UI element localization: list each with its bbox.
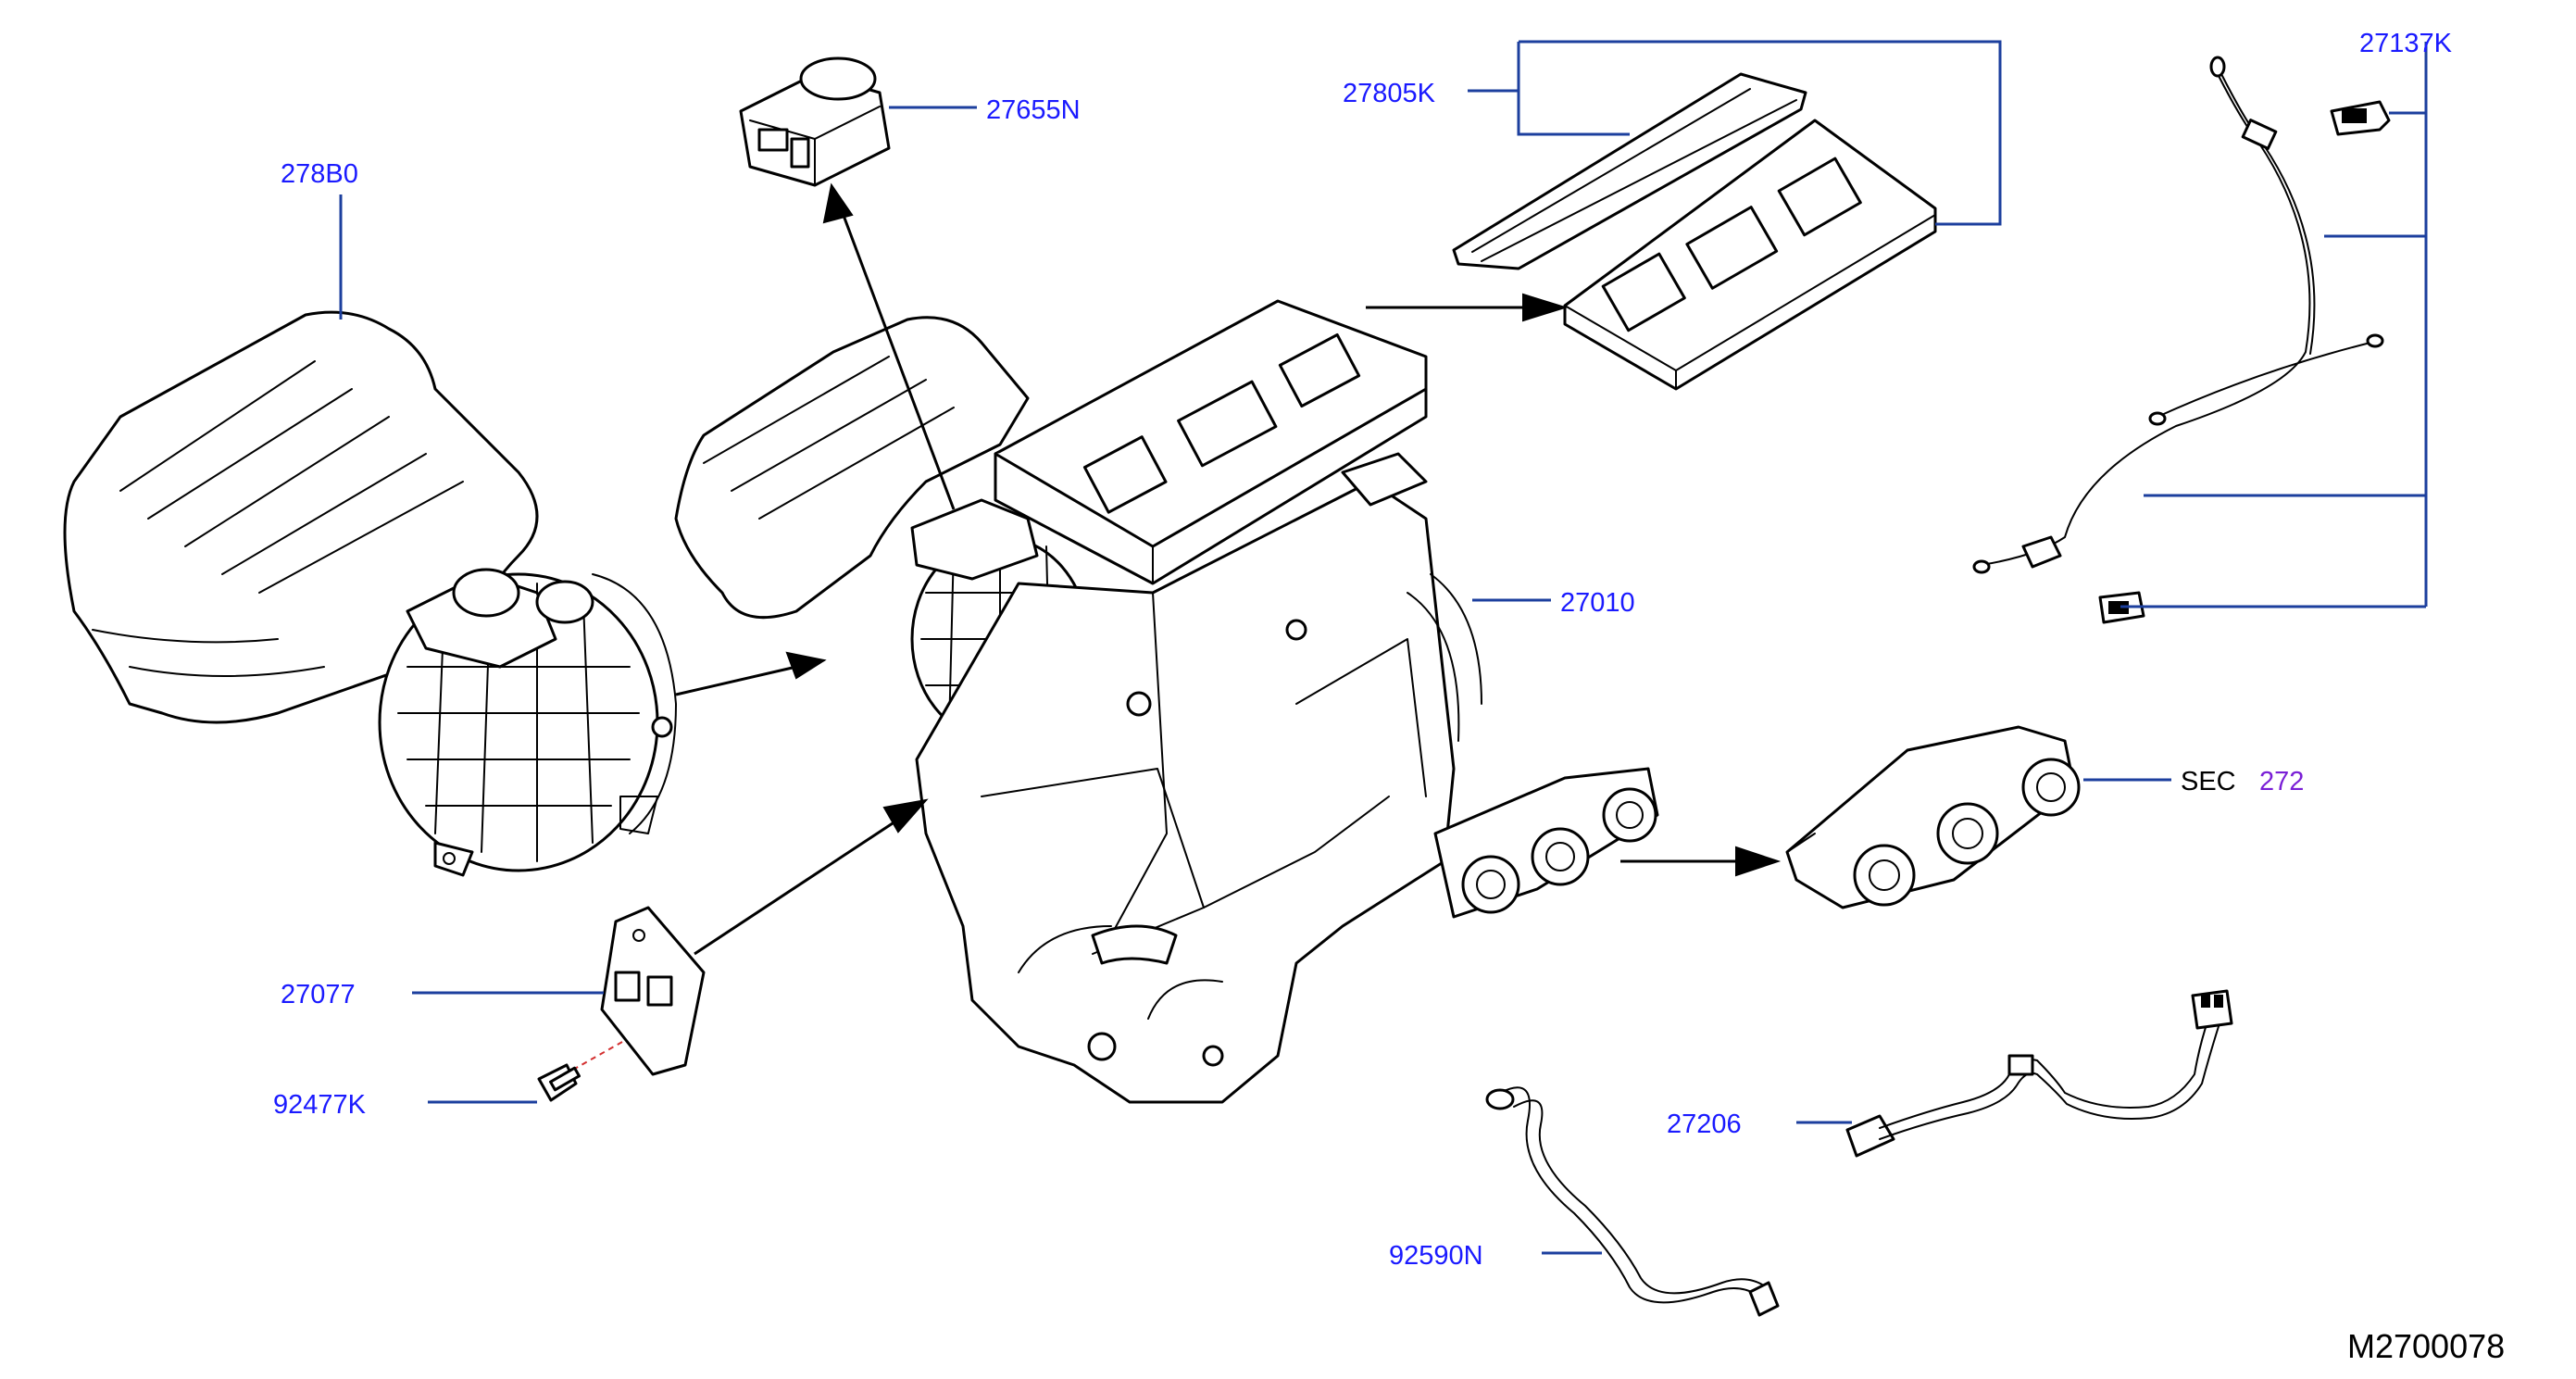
leader-lines bbox=[339, 40, 2428, 1255]
hose-92590n-drawing[interactable] bbox=[1485, 1086, 1780, 1317]
harness-27206-drawing[interactable] bbox=[1845, 989, 2233, 1158]
callout-92477k[interactable]: 92477K bbox=[273, 1090, 367, 1120]
control-panel-installed-drawing[interactable] bbox=[1433, 767, 1659, 919]
assembly-arrows bbox=[675, 182, 1782, 956]
section-prefix: SEC bbox=[2181, 767, 2236, 796]
callout-27206[interactable]: 27206 bbox=[1667, 1109, 1742, 1139]
blower-assembly-drawing[interactable] bbox=[63, 310, 677, 877]
callout-278b0[interactable]: 278B0 bbox=[281, 159, 358, 189]
actuator-27655n-drawing[interactable] bbox=[739, 56, 891, 187]
bolt-92477k-drawing[interactable] bbox=[537, 1063, 581, 1102]
section-link-272[interactable]: 272 bbox=[2259, 767, 2304, 796]
diagram-id: M2700078 bbox=[2347, 1327, 2505, 1365]
callout-27077[interactable]: 27077 bbox=[281, 980, 356, 1009]
callout-27010[interactable]: 27010 bbox=[1560, 588, 1635, 618]
callout-27137k[interactable]: 27137K bbox=[2359, 29, 2453, 58]
callout-27805k[interactable]: 27805K bbox=[1343, 79, 1436, 108]
callout-27655n[interactable]: 27655N bbox=[986, 95, 1081, 125]
control-panel-sec272-drawing[interactable] bbox=[1785, 725, 2081, 909]
callout-92590n[interactable]: 92590N bbox=[1389, 1241, 1483, 1271]
filter-cover-27805k-drawing[interactable] bbox=[1452, 72, 1937, 391]
resistor-27077-drawing[interactable] bbox=[600, 906, 706, 1076]
sensor-harness-27137k-drawing[interactable] bbox=[1972, 56, 2391, 624]
heater-unit-27010-drawing[interactable] bbox=[674, 299, 1482, 1104]
